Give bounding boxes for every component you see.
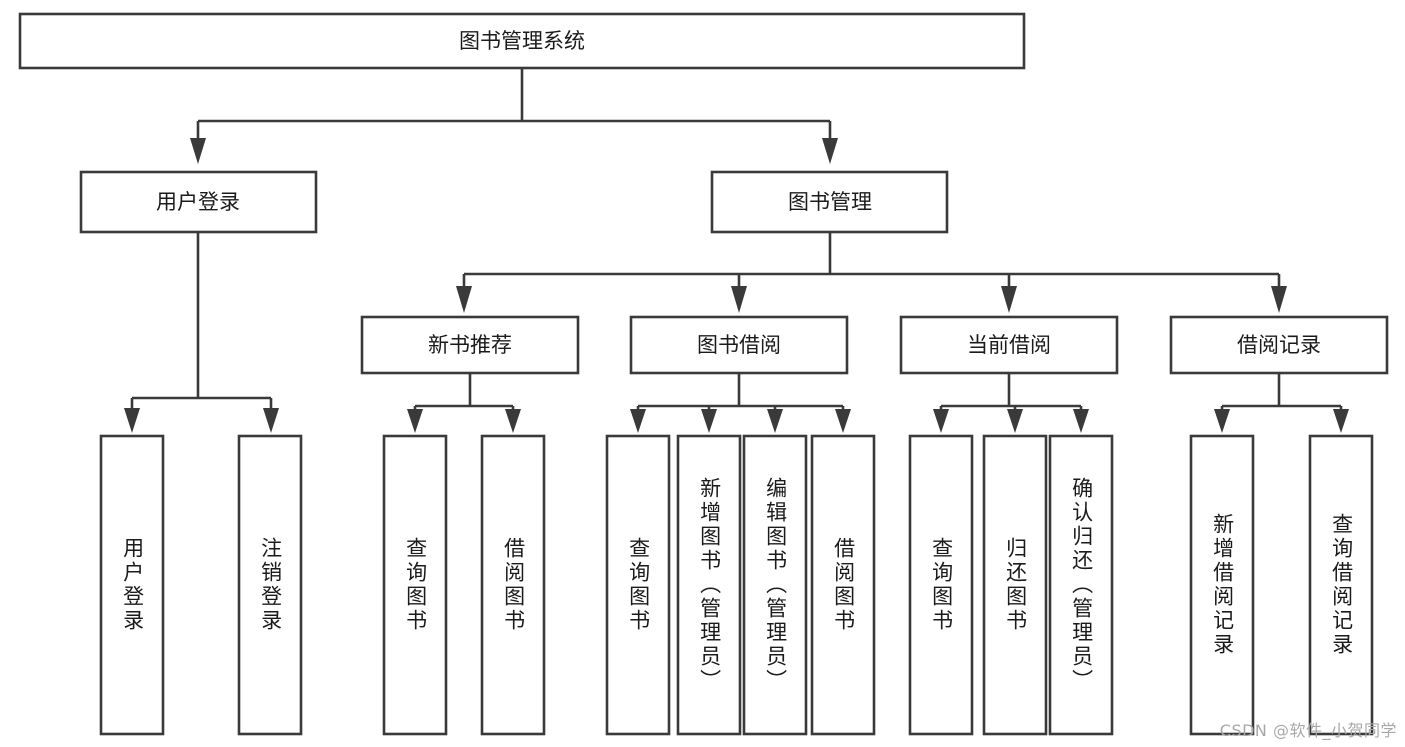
node-book-manage-label: 图书管理 [788,190,872,214]
connector-group-book-manage [456,232,1287,313]
arrow-bb-c4 [835,409,851,433]
node-borrow-record[interactable]: 借阅记录 [1169,315,1389,375]
leaf-borrow-book-1-box[interactable] [480,434,546,736]
node-new-book-rec[interactable]: 新书推荐 [360,315,580,375]
connector-group-borrow-record [1214,373,1349,433]
connector-group-user-login [124,232,279,433]
leaf-confirm-return-box[interactable] [1048,434,1114,736]
node-current-borrow[interactable]: 当前借阅 [899,315,1119,375]
leaf-return-book-box[interactable] [982,434,1048,736]
node-root[interactable]: 图书管理系统 [18,12,1026,70]
arrow-bm-to-borrow-record [1271,286,1287,313]
leaf-edit-book-box[interactable] [742,434,808,736]
arrow-user-login-c1 [124,408,140,433]
arrow-br-c1 [1214,409,1230,433]
connector-group-root [190,68,838,164]
node-new-book-rec-label: 新书推荐 [428,333,512,357]
leaf-query-book-2-box[interactable] [605,434,671,736]
node-borrow-record-box[interactable] [1169,315,1389,375]
node-borrow-record-label: 借阅记录 [1237,333,1321,357]
node-user-login-box[interactable] [79,170,318,234]
node-user-login-label: 用户登录 [156,190,240,214]
arrow-root-to-user-login [190,138,206,164]
node-book-manage-box[interactable] [710,170,949,234]
node-book-borrow-label: 图书借阅 [697,333,781,357]
node-book-borrow[interactable]: 图书借阅 [629,315,849,375]
arrow-cb-c3 [1073,409,1089,433]
connector-group-current-borrow [933,373,1089,433]
arrow-user-login-c2 [263,408,279,433]
leaf-add-book-box[interactable] [676,434,742,736]
leaf-borrow-book-2-box[interactable] [810,434,876,736]
node-user-login[interactable]: 用户登录 [79,170,318,234]
leaf-logout-box[interactable] [237,434,303,736]
arrow-bm-to-current-borrow [1001,286,1017,313]
connector-group-book-borrow [630,373,851,433]
arrow-nbr-c2 [505,409,521,433]
arrow-nbr-c1 [407,409,423,433]
arrow-bm-to-new-book-rec [456,286,472,313]
node-current-borrow-label: 当前借阅 [967,333,1051,357]
leaf-box-group [99,434,1374,736]
node-root-box[interactable] [18,12,1026,70]
arrow-bb-c2 [701,409,717,433]
leaf-query-book-3-box[interactable] [908,434,974,736]
watermark-text: CSDN @软件_小贺同学 [1219,721,1397,740]
node-book-borrow-box[interactable] [629,315,849,375]
node-root-label: 图书管理系统 [459,29,585,53]
connector-group-new-book-rec [407,373,521,433]
leaf-user-login-box[interactable] [99,434,165,736]
leaf-add-record-box[interactable] [1189,434,1255,736]
arrow-cb-c1 [933,409,949,433]
leaf-query-record-box[interactable] [1308,434,1374,736]
node-current-borrow-box[interactable] [899,315,1119,375]
arrow-bb-c1 [630,409,646,433]
node-new-book-rec-box[interactable] [360,315,580,375]
node-book-manage[interactable]: 图书管理 [710,170,949,234]
arrow-cb-c2 [1007,409,1023,433]
arrow-bm-to-book-borrow [731,286,747,313]
arrow-bb-c3 [767,409,783,433]
arrow-root-to-book-manage [822,138,838,164]
arrow-br-c2 [1333,409,1349,433]
leaf-query-book-1-box[interactable] [382,434,448,736]
